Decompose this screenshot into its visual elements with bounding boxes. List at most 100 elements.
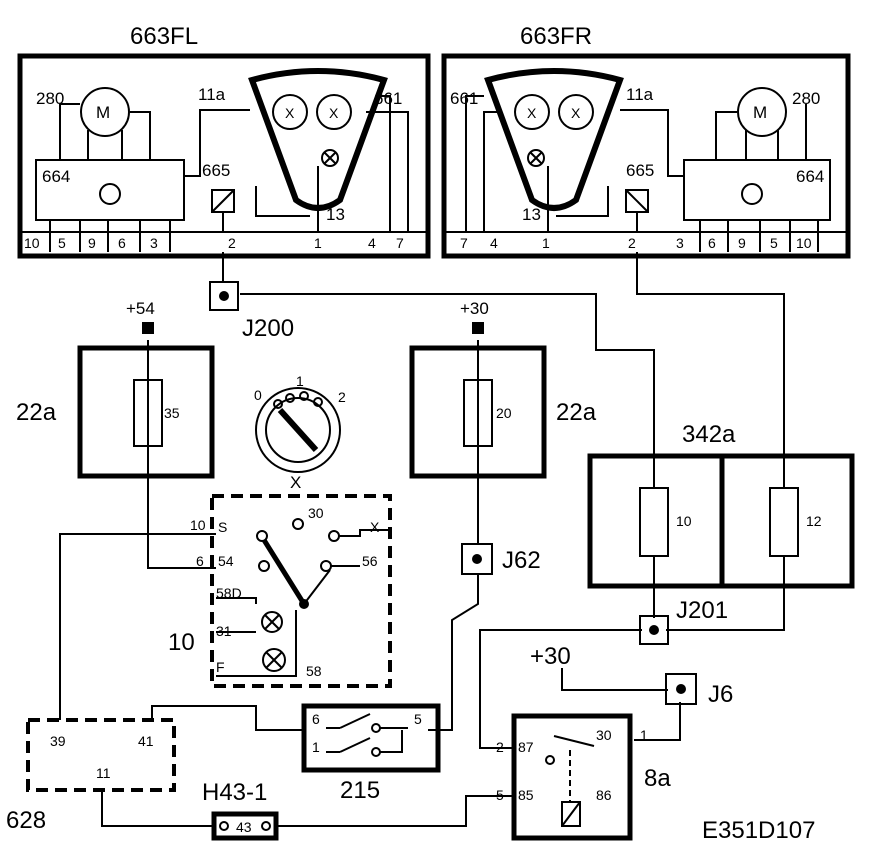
pin-label: 5 bbox=[58, 235, 66, 251]
j6-label: J6 bbox=[708, 681, 733, 708]
term-56: 56 bbox=[362, 553, 378, 569]
pin-label: 10 bbox=[796, 235, 812, 251]
fusebox-342a: 342a 10 12 bbox=[587, 421, 855, 589]
junction-j62: J62 bbox=[461, 543, 541, 575]
pin-11: 11 bbox=[96, 765, 111, 781]
relay-215: 6 5 1 215 bbox=[301, 703, 441, 804]
dial-pos0: 0 bbox=[254, 387, 262, 403]
light-switch-dial: 0 1 2 X bbox=[254, 373, 346, 492]
dial-marker-icon: X bbox=[290, 473, 301, 492]
h43-pin: 43 bbox=[236, 819, 252, 835]
pin-label: 2 bbox=[228, 235, 236, 251]
pin-1: 1 bbox=[312, 739, 320, 755]
junction-j200: J200 bbox=[209, 281, 294, 342]
pin-39: 39 bbox=[50, 733, 66, 749]
fusebox-22a-left: +54 35 22a bbox=[16, 299, 215, 479]
motor-icon bbox=[80, 87, 130, 137]
bulb-icon: X bbox=[285, 105, 295, 121]
bulb-icon: X bbox=[527, 105, 537, 121]
wire-2-label: 2 bbox=[496, 739, 504, 755]
module-663fl: 663FL M 280 664 11a X X 661 665 13 bbox=[17, 23, 431, 259]
pin-label: 3 bbox=[150, 235, 158, 251]
fusebox-342a-label: 342a bbox=[682, 421, 736, 448]
motor-label: M bbox=[96, 103, 110, 122]
supply-plus30-top: +30 bbox=[460, 299, 489, 318]
pin-87: 87 bbox=[518, 739, 534, 755]
controller-664 bbox=[35, 159, 185, 221]
pin-label: 9 bbox=[738, 235, 746, 251]
pin-label: 5 bbox=[770, 235, 778, 251]
term-30: 30 bbox=[308, 505, 324, 521]
module-663fr-title: 663FR bbox=[520, 23, 592, 50]
pin-label: 2 bbox=[628, 235, 636, 251]
indicator-bulb-icon bbox=[527, 149, 545, 167]
dial-pos1: 1 bbox=[296, 373, 304, 389]
h43-label: H43-1 bbox=[202, 779, 267, 806]
relay-665-label: 665 bbox=[202, 161, 230, 180]
pin-label: 3 bbox=[676, 235, 684, 251]
connector-h43-1: H43-1 43 bbox=[202, 779, 279, 841]
indicator-bulb-icon bbox=[321, 149, 339, 167]
term-x: X bbox=[370, 519, 380, 535]
j62-label: J62 bbox=[502, 547, 541, 574]
pin-label: 9 bbox=[88, 235, 96, 251]
light-switch-10: 10 S 30 X 6 54 56 58D 31 F 58 10 bbox=[168, 494, 392, 688]
pin-85: 85 bbox=[518, 787, 534, 803]
wire-1-label: 1 bbox=[640, 727, 648, 743]
term-58: 58 bbox=[306, 663, 322, 679]
headlamp-reflector bbox=[248, 68, 388, 211]
pin-label: 10 bbox=[24, 235, 40, 251]
controller-664 bbox=[683, 159, 831, 221]
lamp-number: 661 bbox=[374, 89, 402, 108]
relay-665-label: 665 bbox=[626, 161, 654, 180]
wire-6-label: 6 bbox=[196, 553, 204, 569]
diagram-code: E351D107 bbox=[702, 817, 815, 844]
term-58d: 58D bbox=[216, 585, 242, 601]
sensor-icon bbox=[99, 183, 121, 205]
lamp-terminal-label: 11a bbox=[198, 85, 226, 104]
fusebox-22a-right: +30 20 22a bbox=[409, 299, 597, 479]
junction-j201: J201 bbox=[639, 597, 728, 645]
j201-label: J201 bbox=[676, 597, 728, 624]
relay-215-label: 215 bbox=[340, 777, 380, 804]
term-31: 31 bbox=[216, 623, 232, 639]
wire-5-label: 5 bbox=[496, 787, 504, 803]
fuse-35-label: 35 bbox=[164, 405, 180, 421]
pin-5: 5 bbox=[414, 711, 422, 727]
motor-icon bbox=[737, 87, 787, 137]
term-s: S bbox=[218, 519, 227, 535]
relay-8a: 2 87 30 1 5 85 86 8a bbox=[496, 713, 671, 841]
fusebox-22a-label: 22a bbox=[556, 399, 597, 426]
pin-86: 86 bbox=[596, 787, 612, 803]
bulb-icon: X bbox=[329, 105, 339, 121]
module-663fl-title: 663FL bbox=[130, 23, 198, 50]
pin-6: 6 bbox=[312, 711, 320, 727]
lamp-icon bbox=[261, 611, 283, 633]
term-54: 54 bbox=[218, 553, 234, 569]
terminal-13: 13 bbox=[522, 205, 541, 224]
controller-label: 664 bbox=[42, 167, 70, 186]
term-f: F bbox=[216, 659, 225, 675]
pin-41: 41 bbox=[138, 733, 154, 749]
supply-plus30-mid: +30 bbox=[530, 643, 571, 670]
motor-number: 280 bbox=[792, 89, 820, 108]
pin-label: 4 bbox=[368, 235, 376, 251]
relay-8a-label: 8a bbox=[644, 765, 671, 792]
controller-label: 664 bbox=[796, 167, 824, 186]
terminal-13: 13 bbox=[326, 205, 345, 224]
fuse-12-label: 12 bbox=[806, 513, 822, 529]
headlamp-reflector bbox=[484, 68, 624, 211]
switch-wiper bbox=[261, 538, 307, 606]
wire-10-label: 10 bbox=[190, 517, 206, 533]
supply-plus54: +54 bbox=[126, 299, 155, 318]
module-628-label: 628 bbox=[6, 807, 46, 834]
junction-j6: +30 J6 bbox=[530, 643, 733, 708]
sensor-icon bbox=[741, 183, 763, 205]
module-663fr: 663FR 661 X X 11a 13 665 664 M 280 bbox=[441, 23, 851, 259]
fuse-20-label: 20 bbox=[496, 405, 512, 421]
wires bbox=[59, 252, 785, 827]
pin-label: 6 bbox=[708, 235, 716, 251]
lamp-number: 661 bbox=[450, 89, 478, 108]
lamp-terminal-label: 11a bbox=[626, 85, 654, 104]
lamp-icon bbox=[262, 648, 286, 672]
